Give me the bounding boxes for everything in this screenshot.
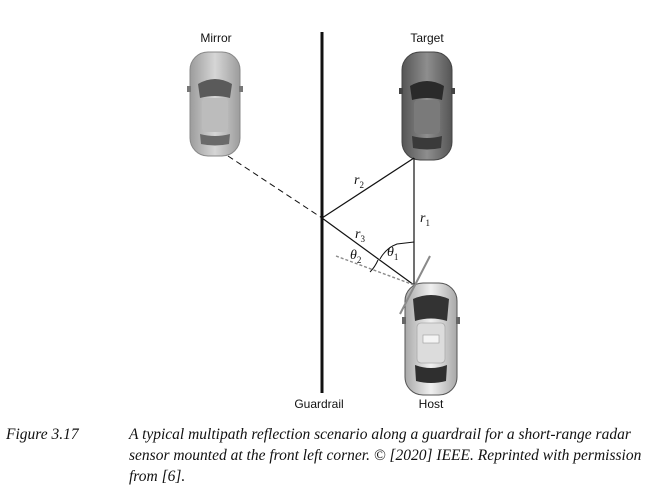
r3-label: r3 [355, 227, 365, 244]
theta2-arc [369, 259, 379, 273]
caption-text: A typical multipath reflection scenario … [129, 426, 642, 485]
mirror-label: Mirror [200, 31, 231, 45]
host-car [402, 282, 460, 396]
boresight-dotted [335, 255, 415, 286]
target-label: Target [410, 31, 444, 45]
r1-label: r1 [420, 211, 430, 228]
caption-number: Figure 3.17 [6, 426, 79, 443]
host-label: Host [419, 397, 444, 411]
ray-r2 [321, 157, 415, 219]
theta2-label: θ2 [350, 248, 361, 265]
guardrail-label: Guardrail [294, 397, 343, 411]
mirror-car [187, 51, 243, 157]
r2-label: r2 [354, 173, 364, 190]
ray-r3 [321, 217, 415, 286]
theta1-arc [379, 241, 415, 260]
theta1-label: θ1 [387, 245, 398, 262]
sensor-face-line [399, 255, 431, 315]
mirror-path-dashed [227, 155, 323, 219]
target-car [399, 51, 455, 161]
